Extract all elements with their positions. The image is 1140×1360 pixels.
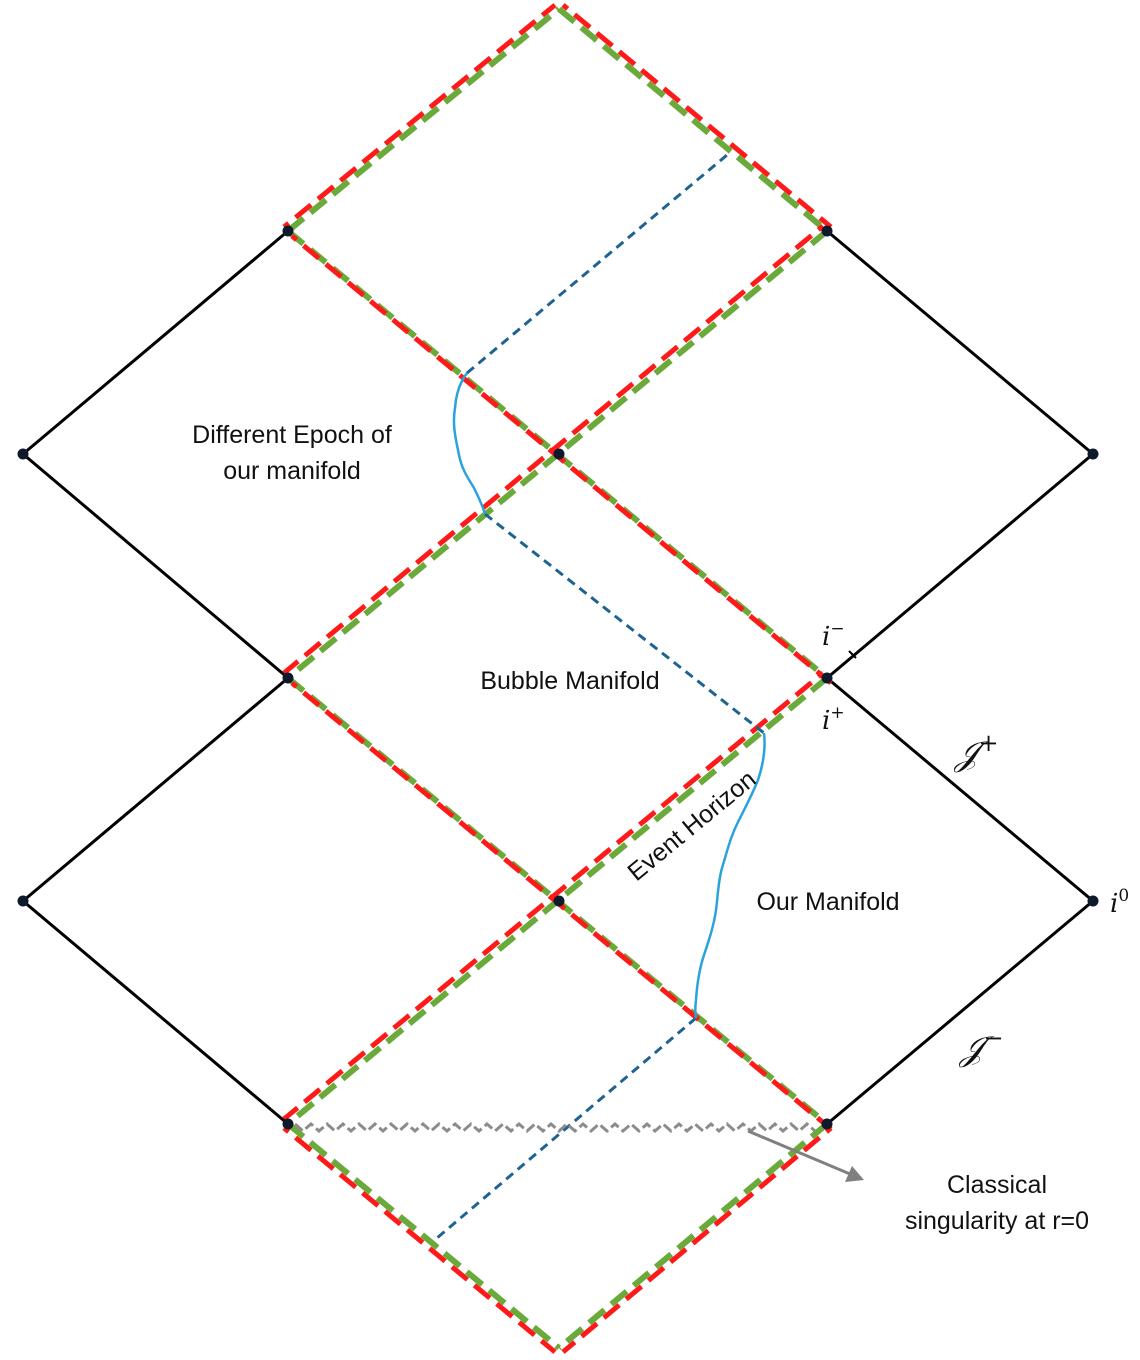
blue-curves — [452, 372, 766, 1019]
blue-dashed-top — [466, 153, 728, 375]
vertex-far-right-upper — [1087, 448, 1099, 460]
vertex-mid-left — [282, 672, 294, 684]
singularity-arrowhead — [845, 1166, 864, 1182]
label-scri-plus: 𝒥+ — [953, 729, 999, 774]
label-singularity-line1: Classical — [947, 1171, 1047, 1199]
vertex-far-left-upper — [17, 448, 29, 460]
green-line-1 — [286, 6, 561, 234]
blue-curve-lower — [694, 732, 766, 1019]
red-line-5 — [290, 681, 833, 1131]
upper-right-boundary — [825, 229, 1096, 680]
label-scri-minus: 𝒥− — [958, 1024, 1004, 1069]
math-labels: i− i+ i0 𝒥+ 𝒥− — [822, 619, 1129, 1069]
null-boundaries — [282, 3, 833, 1354]
red-line-8 — [561, 1126, 833, 1354]
label-i-minus: i− — [822, 619, 845, 652]
lower-left-boundary — [20, 676, 290, 1126]
green-line-2 — [557, 6, 829, 234]
vertices — [17, 225, 1099, 1130]
label-bubble-manifold: Bubble Manifold — [480, 667, 659, 695]
red-line-7 — [282, 1126, 557, 1354]
blue-curve-upper — [452, 372, 487, 515]
singularity-arrow-line — [747, 1129, 851, 1176]
label-different-epoch-line1: Different Epoch of — [192, 421, 392, 449]
label-singularity-line2: singularity at r=0 — [905, 1207, 1089, 1235]
red-line-6 — [282, 671, 825, 1121]
blue-dashed-bottom — [436, 1016, 697, 1240]
label-our-manifold: Our Manifold — [756, 888, 899, 916]
singularity-zigzag — [294, 1122, 816, 1133]
red-line-3 — [290, 234, 833, 685]
vertex-bottom-left — [282, 1118, 294, 1130]
vertex-far-left-lower — [17, 895, 29, 907]
label-i-zero: i0 — [1110, 886, 1129, 919]
label-different-epoch-line2: our manifold — [223, 457, 361, 485]
singularity — [294, 1122, 864, 1182]
red-line-2 — [561, 3, 833, 229]
red-dashed-lines — [282, 3, 833, 1354]
vertex-far-right-lower — [1087, 895, 1099, 907]
vertex-center-lower — [553, 895, 565, 907]
green-line-8 — [557, 1121, 829, 1351]
green-line-7 — [286, 1121, 561, 1351]
vertex-mid-right — [821, 672, 833, 684]
region-labels: Different Epoch of our manifold Bubble M… — [192, 421, 1089, 1235]
upper-left-boundary — [20, 229, 290, 680]
i-minus-connector — [848, 650, 857, 659]
vertex-center-upper — [553, 448, 565, 460]
red-line-4 — [282, 224, 825, 675]
blue-dashed-middle — [484, 512, 765, 735]
red-line-1 — [282, 3, 557, 229]
label-i-plus: i+ — [822, 703, 845, 736]
vertex-top-right — [821, 225, 833, 237]
vertex-top-left — [282, 225, 294, 237]
blue-dashed-lines — [436, 153, 765, 1240]
vertex-bottom-right — [821, 1118, 833, 1130]
